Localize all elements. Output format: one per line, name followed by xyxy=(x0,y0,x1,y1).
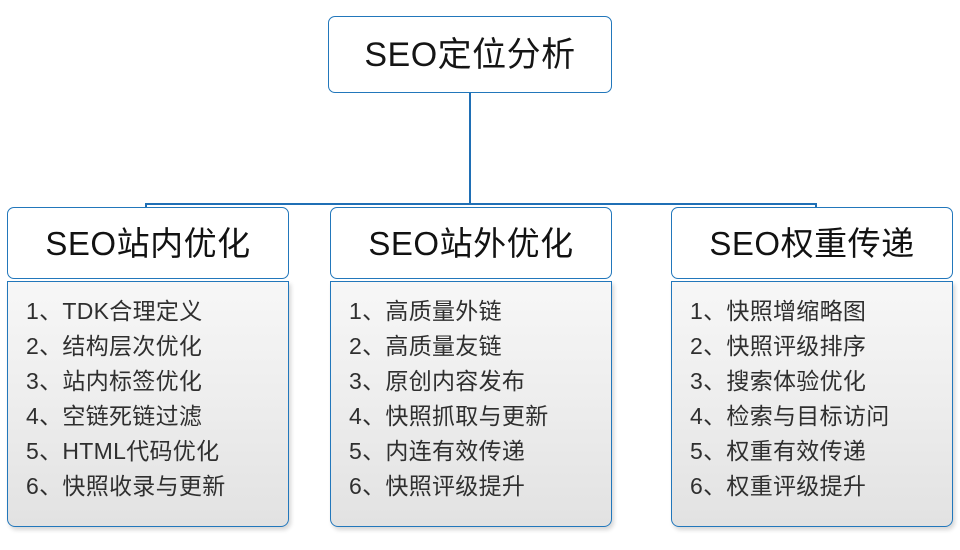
list-item: 4、空链死链过滤 xyxy=(26,402,203,429)
root-node-label: SEO定位分析 xyxy=(364,35,576,74)
connector-root-vertical xyxy=(469,92,471,205)
list-item: 4、快照抓取与更新 xyxy=(349,402,549,429)
list-item: 3、原创内容发布 xyxy=(349,367,526,394)
branch-header-label-2: SEO站外优化 xyxy=(368,224,574,262)
connector-branch-left xyxy=(145,203,147,209)
branch-body-3: 1、快照增缩略图 2、快照评级排序 3、搜索体验优化 4、检索与目标访问 5、权… xyxy=(671,281,953,527)
list-item: 2、高质量友链 xyxy=(349,332,502,359)
branch-header-1[interactable]: SEO站内优化 xyxy=(7,207,289,279)
branch-item-list-3: 1、快照增缩略图 2、快照评级排序 3、搜索体验优化 4、检索与目标访问 5、权… xyxy=(672,294,952,504)
list-item: 5、权重有效传递 xyxy=(690,437,867,464)
list-item: 5、HTML代码优化 xyxy=(26,437,220,464)
branch-header-label-3: SEO权重传递 xyxy=(709,224,915,262)
list-item: 1、高质量外链 xyxy=(349,298,502,324)
branch-item-list-1: 1、TDK合理定义 2、结构层次优化 3、站内标签优化 4、空链死链过滤 5、H… xyxy=(8,294,288,504)
connector-branch-right xyxy=(815,203,817,209)
branch-body-1: 1、TDK合理定义 2、结构层次优化 3、站内标签优化 4、空链死链过滤 5、H… xyxy=(7,281,289,527)
branch-header-2[interactable]: SEO站外优化 xyxy=(330,207,612,279)
branch-body-2: 1、高质量外链 2、高质量友链 3、原创内容发布 4、快照抓取与更新 5、内连有… xyxy=(330,281,612,527)
branch-item-list-2: 1、高质量外链 2、高质量友链 3、原创内容发布 4、快照抓取与更新 5、内连有… xyxy=(331,294,611,504)
list-item: 6、快照评级提升 xyxy=(349,472,526,499)
root-node[interactable]: SEO定位分析 xyxy=(328,16,612,93)
branch-header-3[interactable]: SEO权重传递 xyxy=(671,207,953,279)
branch-header-label-1: SEO站内优化 xyxy=(45,224,251,262)
list-item: 1、TDK合理定义 xyxy=(26,298,203,324)
list-item: 5、内连有效传递 xyxy=(349,437,526,464)
branch-column-3: SEO权重传递 1、快照增缩略图 2、快照评级排序 3、搜索体验优化 4、检索与… xyxy=(671,207,953,527)
list-item: 1、快照增缩略图 xyxy=(690,298,867,324)
list-item: 3、搜索体验优化 xyxy=(690,367,867,394)
connector-horizontal-bus xyxy=(145,203,817,205)
branch-column-1: SEO站内优化 1、TDK合理定义 2、结构层次优化 3、站内标签优化 4、空链… xyxy=(7,207,289,527)
list-item: 6、快照收录与更新 xyxy=(26,472,226,499)
branch-column-2: SEO站外优化 1、高质量外链 2、高质量友链 3、原创内容发布 4、快照抓取与… xyxy=(330,207,612,527)
list-item: 4、检索与目标访问 xyxy=(690,402,890,429)
list-item: 2、结构层次优化 xyxy=(26,332,203,359)
list-item: 2、快照评级排序 xyxy=(690,332,867,359)
list-item: 6、权重评级提升 xyxy=(690,472,867,499)
list-item: 3、站内标签优化 xyxy=(26,367,203,394)
